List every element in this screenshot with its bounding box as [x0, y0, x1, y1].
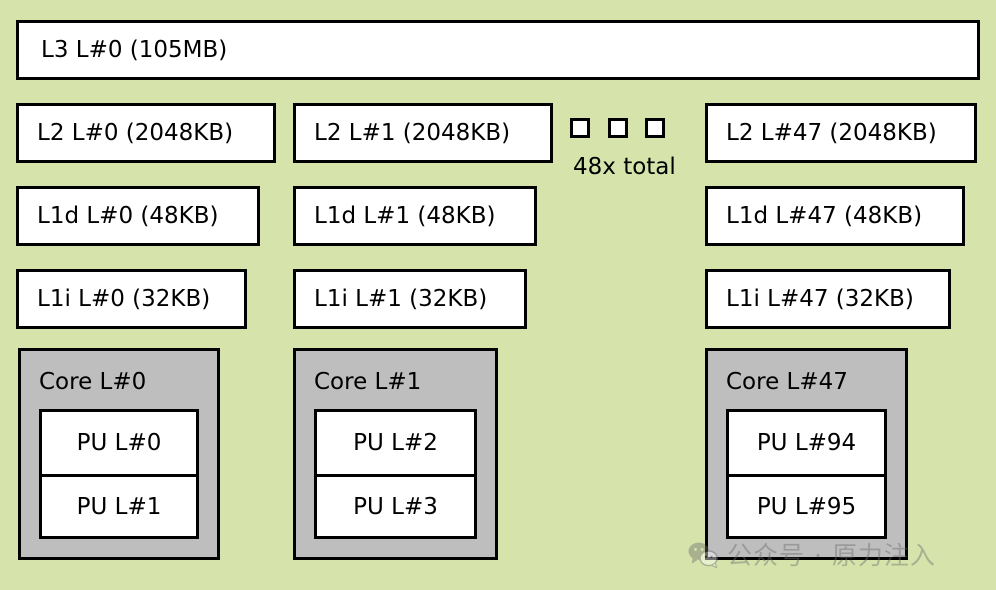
l2-cache-label-47: L2 L#47 (2048KB)	[726, 119, 937, 146]
total-count-label: 48x total	[573, 154, 676, 180]
l3-cache-box[interactable]: L3 L#0 (105MB)	[16, 20, 980, 80]
core-label-47: Core L#47	[726, 369, 848, 395]
l3-cache-label: L3 L#0 (105MB)	[41, 36, 228, 63]
core-box-0[interactable]: Core L#0 PU L#0 PU L#1	[18, 348, 220, 560]
pu-stack-1: PU L#2 PU L#3	[314, 409, 477, 539]
ellipsis-square-2	[608, 118, 628, 138]
pu-stack-47: PU L#94 PU L#95	[726, 409, 887, 539]
l2-cache-box-1[interactable]: L2 L#1 (2048KB)	[293, 103, 553, 163]
l1i-cache-label-1: L1i L#1 (32KB)	[314, 285, 488, 312]
core-label-0: Core L#0	[39, 369, 147, 395]
core-box-47[interactable]: Core L#47 PU L#94 PU L#95	[705, 348, 908, 560]
l1d-cache-box-0[interactable]: L1d L#0 (48KB)	[16, 186, 260, 246]
l1d-cache-label-0: L1d L#0 (48KB)	[37, 202, 219, 229]
l2-cache-box-47[interactable]: L2 L#47 (2048KB)	[705, 103, 977, 163]
l1d-cache-label-1: L1d L#1 (48KB)	[314, 202, 496, 229]
pu-stack-0: PU L#0 PU L#1	[39, 409, 199, 539]
l1d-cache-box-47[interactable]: L1d L#47 (48KB)	[705, 186, 965, 246]
l1i-cache-label-0: L1i L#0 (32KB)	[37, 285, 211, 312]
pu-box-0[interactable]: PU L#0	[42, 412, 196, 474]
core-label-1: Core L#1	[314, 369, 422, 395]
pu-box-3[interactable]: PU L#3	[317, 474, 474, 536]
l2-cache-label-0: L2 L#0 (2048KB)	[37, 119, 234, 146]
pu-box-2[interactable]: PU L#2	[317, 412, 474, 474]
ellipsis-square-3	[645, 118, 665, 138]
l2-cache-box-0[interactable]: L2 L#0 (2048KB)	[16, 103, 276, 163]
pu-box-1[interactable]: PU L#1	[42, 474, 196, 536]
pu-box-95[interactable]: PU L#95	[729, 474, 884, 536]
l1i-cache-box-1[interactable]: L1i L#1 (32KB)	[293, 269, 527, 329]
pu-box-94[interactable]: PU L#94	[729, 412, 884, 474]
l2-cache-label-1: L2 L#1 (2048KB)	[314, 119, 511, 146]
l1i-cache-box-0[interactable]: L1i L#0 (32KB)	[16, 269, 247, 329]
l1d-cache-box-1[interactable]: L1d L#1 (48KB)	[293, 186, 537, 246]
l1d-cache-label-47: L1d L#47 (48KB)	[726, 202, 923, 229]
core-box-1[interactable]: Core L#1 PU L#2 PU L#3	[293, 348, 498, 560]
ellipsis-square-1	[570, 118, 590, 138]
l1i-cache-box-47[interactable]: L1i L#47 (32KB)	[705, 269, 951, 329]
l1i-cache-label-47: L1i L#47 (32KB)	[726, 285, 914, 312]
